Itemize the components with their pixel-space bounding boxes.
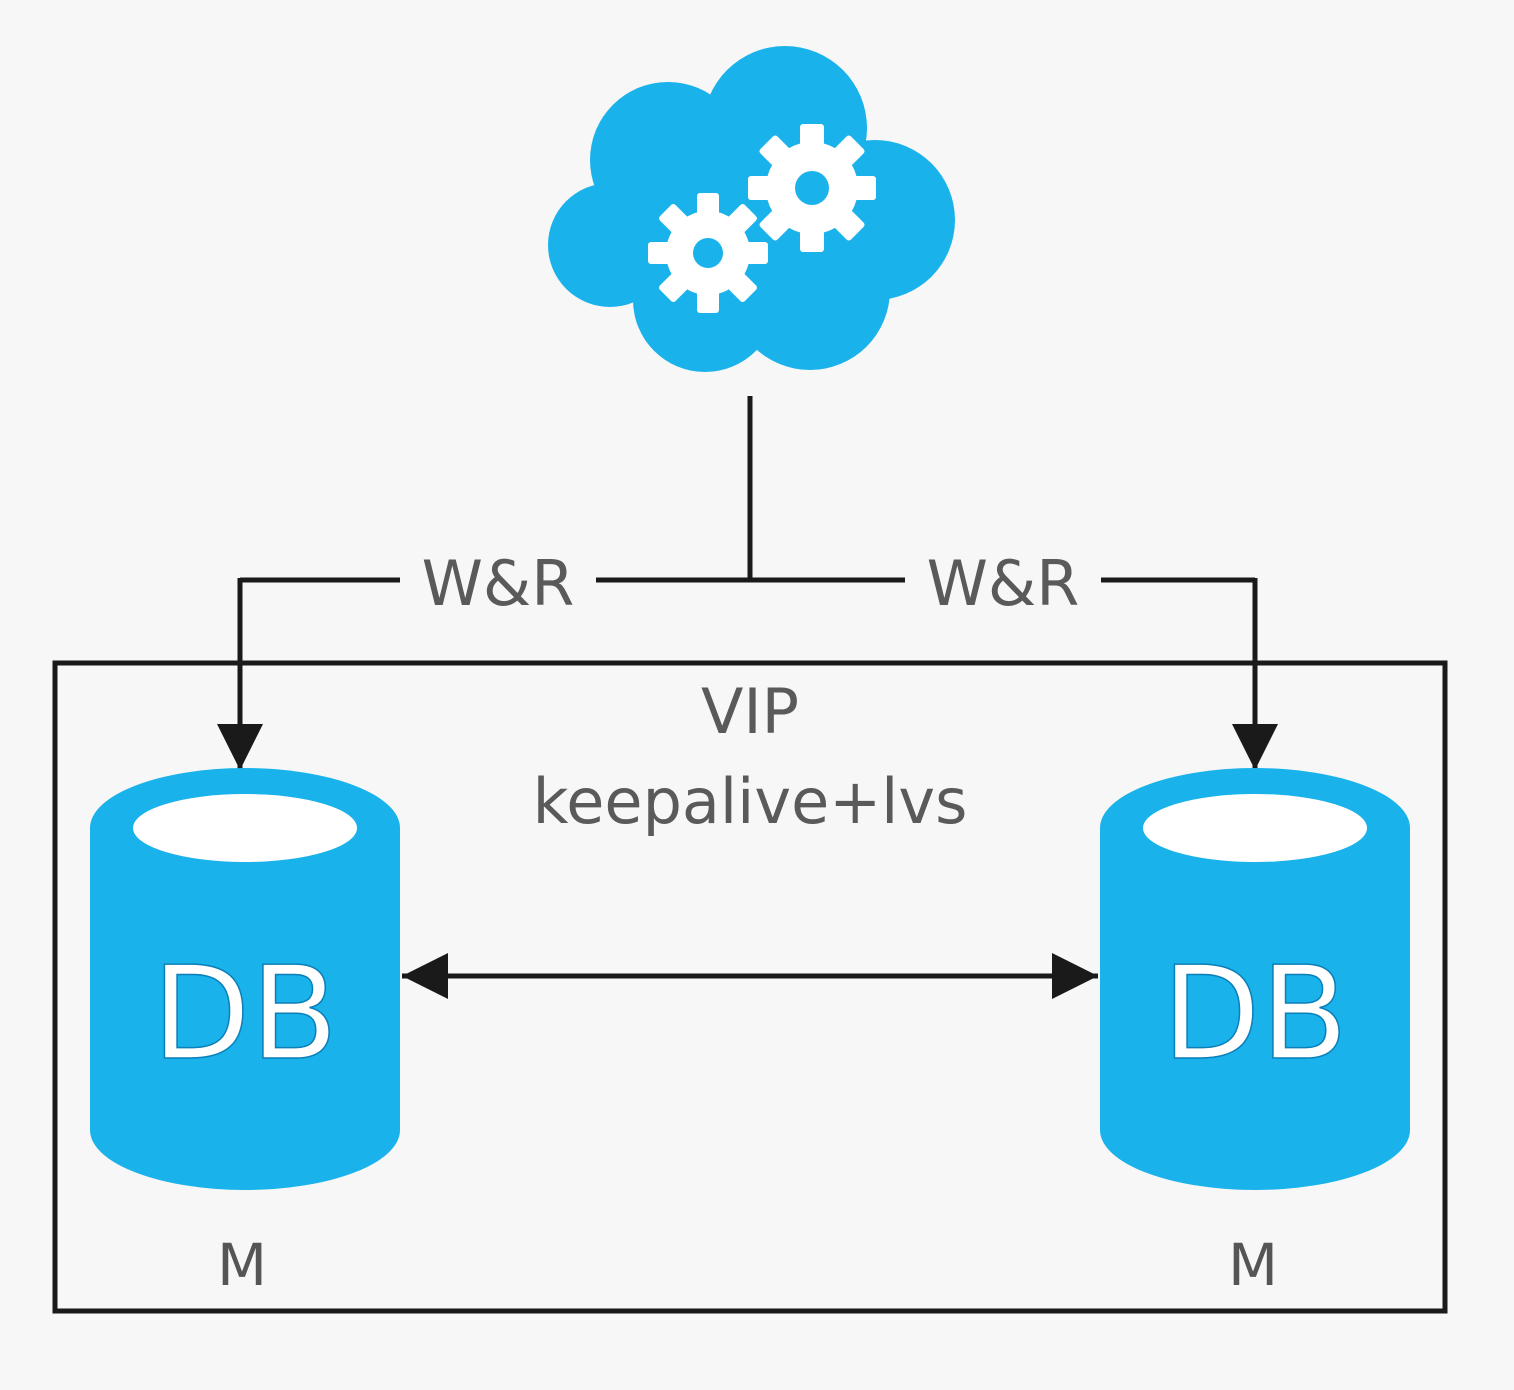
vip-container: [52, 660, 1448, 1314]
database-left: DB M: [90, 768, 400, 1299]
left-edge-label: W&R: [422, 547, 575, 620]
left-label-bg: [400, 540, 596, 620]
database-left-label: DB: [152, 940, 338, 1089]
gear-small-icon: [648, 193, 768, 313]
vip-subtitle: keepalive+lvs: [533, 765, 968, 838]
right-edge-label: W&R: [927, 547, 1080, 620]
database-right-label: DB: [1162, 940, 1348, 1089]
database-right: DB M: [1100, 768, 1410, 1299]
vip-title: VIP: [701, 675, 799, 748]
database-left-role: M: [217, 1231, 267, 1299]
gear-large-icon: [748, 124, 876, 252]
database-icon: [1100, 768, 1410, 1190]
cloud-gears-icon: [548, 46, 955, 372]
right-label-bg: [905, 540, 1101, 620]
database-icon: [90, 768, 400, 1190]
database-right-role: M: [1228, 1231, 1278, 1299]
